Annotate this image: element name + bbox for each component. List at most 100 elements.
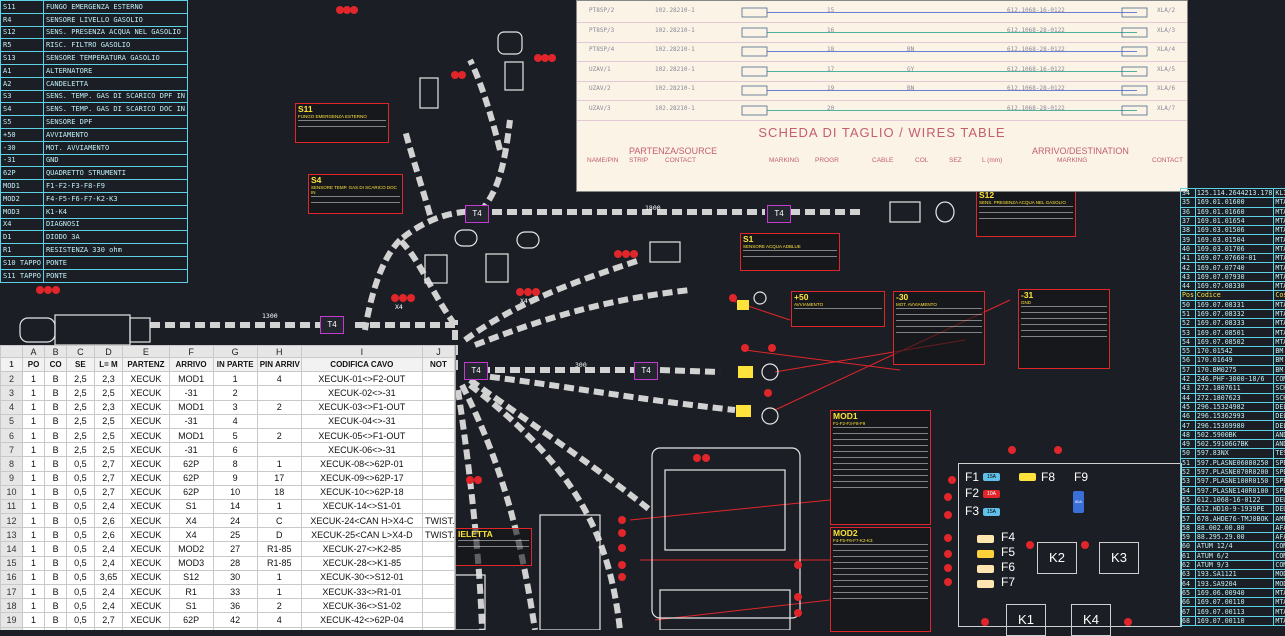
fuse-f4[interactable] (977, 535, 994, 543)
cell[interactable]: XECUK-05<>F1-OUT (301, 428, 422, 442)
cell[interactable]: XECUK (123, 556, 169, 570)
label-minus30[interactable]: -30 MOT. AVVIAMENTO (893, 291, 985, 365)
cell[interactable]: B (45, 372, 67, 386)
cell[interactable]: 27 (213, 542, 257, 556)
column-header[interactable]: ARRIVO (169, 358, 213, 372)
cell[interactable] (422, 542, 454, 556)
cell[interactable]: B (45, 400, 67, 414)
cell[interactable]: XECUK (123, 585, 169, 599)
cell[interactable]: 1 (23, 599, 45, 613)
cell[interactable]: B (45, 599, 67, 613)
cell[interactable]: 2,4 (94, 585, 123, 599)
row-number[interactable]: 5 (1, 414, 23, 428)
cell[interactable]: 8 (213, 457, 257, 471)
cell[interactable]: MOD3 (169, 556, 213, 570)
cell[interactable]: 30 (213, 570, 257, 584)
cell[interactable]: 1 (23, 471, 45, 485)
cell[interactable] (422, 599, 454, 613)
fuse-f6[interactable] (977, 565, 994, 573)
cell[interactable] (422, 556, 454, 570)
cell[interactable]: 1 (23, 400, 45, 414)
cell[interactable]: XECUK-04<>-31 (301, 414, 422, 428)
column-letter[interactable]: E (123, 346, 169, 358)
fuse-box[interactable]: F1 F2 F3 F8 F9 F4 F5 F6 F7 15A 10A 15A 6… (958, 463, 1182, 627)
cell[interactable]: 1 (23, 542, 45, 556)
cell[interactable] (422, 372, 454, 386)
relay-k1[interactable]: K1 (1006, 604, 1046, 636)
cell[interactable]: R1-85 (257, 556, 301, 570)
cell[interactable]: 0,5 (67, 585, 95, 599)
cell[interactable]: XECUK (123, 386, 169, 400)
cell[interactable]: 1 (257, 457, 301, 471)
cell[interactable]: 2,5 (94, 443, 123, 457)
relay-k3[interactable]: K3 (1099, 542, 1139, 574)
cell[interactable]: XECUK-02<>-31 (301, 386, 422, 400)
cell[interactable] (422, 471, 454, 485)
cell[interactable]: TWIST. (422, 528, 454, 542)
cell[interactable]: 1 (257, 499, 301, 513)
row-number[interactable]: 19 (1, 613, 23, 627)
cell[interactable]: 1 (23, 499, 45, 513)
cell[interactable]: 0,5 (67, 528, 95, 542)
cell[interactable]: XECUK (123, 443, 169, 457)
cell[interactable]: XECUK (123, 499, 169, 513)
column-header[interactable]: PARTENZ (123, 358, 169, 372)
cell[interactable]: 0,5 (67, 556, 95, 570)
fuse-10a[interactable]: 10A (983, 490, 1000, 498)
cell[interactable]: 2,6 (94, 528, 123, 542)
column-header[interactable]: SE (67, 358, 95, 372)
column-letter[interactable]: A (23, 346, 45, 358)
cell[interactable]: XECUK-25<CAN L>X4-D (301, 528, 422, 542)
cell[interactable]: 2,7 (94, 613, 123, 627)
cell[interactable]: 4 (257, 372, 301, 386)
cell[interactable]: 2,5 (94, 428, 123, 442)
cell[interactable]: 5 (213, 428, 257, 442)
cell[interactable]: 6 (213, 443, 257, 457)
column-letter[interactable]: J (422, 346, 454, 358)
cell[interactable]: 2,4 (94, 599, 123, 613)
cell[interactable]: XECUK (123, 372, 169, 386)
cell[interactable]: XECUK (123, 599, 169, 613)
label-s12[interactable]: S12 SENS. PRESENZA ACQUA NEL GASOLIO (976, 189, 1076, 237)
row-number[interactable]: 1 (1, 358, 23, 372)
cell[interactable]: XECUK-36<>S1-02 (301, 599, 422, 613)
cell[interactable]: 3,65 (94, 570, 123, 584)
cell[interactable]: B (45, 443, 67, 457)
column-letter[interactable]: I (301, 346, 422, 358)
cell[interactable]: 2,7 (94, 485, 123, 499)
cell[interactable] (422, 414, 454, 428)
column-header[interactable]: PIN ARRIV (257, 358, 301, 372)
cell[interactable]: XECUK (123, 485, 169, 499)
cell[interactable]: B (45, 414, 67, 428)
cell[interactable] (422, 428, 454, 442)
cell[interactable]: 28 (213, 556, 257, 570)
cell[interactable]: XECUK (123, 414, 169, 428)
row-number[interactable]: 11 (1, 499, 23, 513)
cell[interactable]: XECUK-14<>S1-01 (301, 499, 422, 513)
cell[interactable]: R1 (169, 585, 213, 599)
row-number[interactable]: 6 (1, 428, 23, 442)
column-letter[interactable]: F (169, 346, 213, 358)
cell[interactable]: 3 (213, 400, 257, 414)
cell[interactable]: XECUK (123, 542, 169, 556)
cell[interactable]: XECUK-27<>K2-85 (301, 542, 422, 556)
cell[interactable]: XECUK-03<>F1-OUT (301, 400, 422, 414)
cell[interactable]: C (257, 514, 301, 528)
column-letter[interactable] (1, 346, 23, 358)
cell[interactable] (422, 613, 454, 627)
cell[interactable] (257, 414, 301, 428)
cell[interactable]: S1 (169, 599, 213, 613)
cell[interactable]: B (45, 386, 67, 400)
cell[interactable]: XECUK-24<CAN H>X4-C (301, 514, 422, 528)
cell[interactable]: 1 (23, 428, 45, 442)
cell[interactable]: 1 (23, 556, 45, 570)
cell[interactable]: XECUK (123, 528, 169, 542)
cell[interactable]: TWIST. (422, 514, 454, 528)
cell[interactable]: B (45, 585, 67, 599)
cell[interactable]: 17 (257, 471, 301, 485)
